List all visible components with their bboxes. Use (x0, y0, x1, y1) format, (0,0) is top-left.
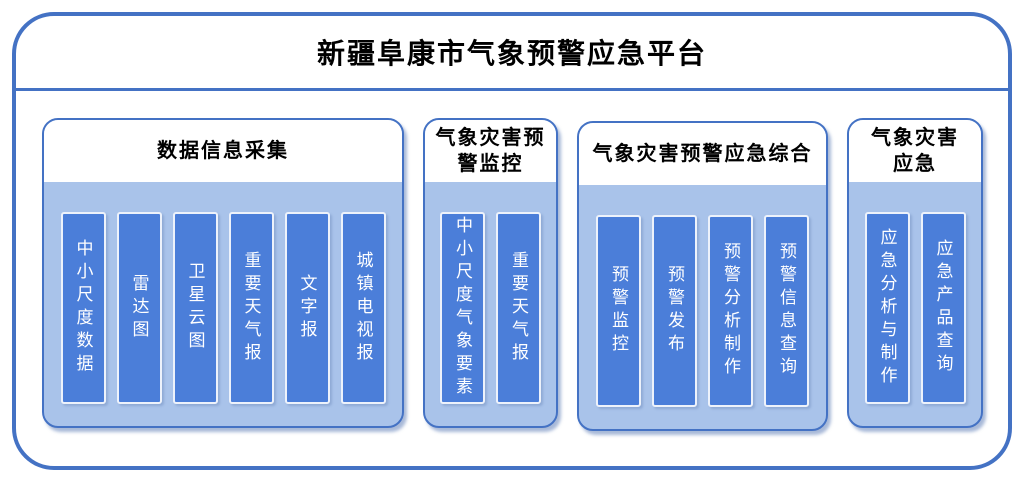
bar-label: 文字报 (297, 273, 317, 343)
bar-label: 预警分析制作 (721, 242, 740, 380)
bar-warning-monitoring: 预警监控 (596, 215, 641, 407)
bar-label: 重要天气报 (509, 250, 528, 366)
bar-warning-release: 预警发布 (652, 215, 697, 407)
bar-label: 预警发布 (665, 265, 684, 357)
panel-data-collection-header: 数据信息采集 (44, 120, 402, 182)
bar-label: 预警监控 (609, 265, 628, 357)
panel-warning-monitoring: 气象灾害预警监控 中小尺度气象要素 重要天气报 (423, 118, 558, 428)
panel-warning-emergency-comprehensive: 气象灾害预警应急综合 预警监控 预警发布 预警分析制作 预警信息查询 (577, 121, 828, 431)
panel-data-collection-body: 中小尺度数据 雷达图 卫星云图 重要天气报 文字报 城镇电视 (44, 182, 402, 426)
bar-label: 中小尺度数据 (73, 239, 93, 377)
panels-row: 数据信息采集 中小尺度数据 雷达图 卫星云图 重要天气报 (16, 91, 1008, 431)
bar-label: 中小尺度气象要素 (453, 216, 472, 400)
bar-mesoscale-data: 中小尺度数据 (60, 212, 106, 404)
panel-warning-emergency-comprehensive-header: 气象灾害预警应急综合 (579, 123, 826, 185)
panel-header-label: 气象灾害预警应急综合 (592, 143, 813, 165)
bar-mesoscale-meteo-elements: 中小尺度气象要素 (440, 212, 485, 404)
bar-emergency-product-query: 应急产品查询 (920, 212, 966, 404)
bar-emergency-analysis-production: 应急分析与制作 (864, 212, 910, 404)
bar-label: 应急产品查询 (933, 239, 953, 377)
bar-important-weather-report: 重要天气报 (228, 212, 274, 404)
bar-town-tv-report: 城镇电视报 (340, 212, 386, 404)
panel-disaster-emergency-header: 气象灾害应急 (849, 120, 981, 182)
panel-header-label: 数据信息采集 (157, 140, 289, 162)
bar-important-weather-report: 重要天气报 (496, 212, 541, 404)
panel-disaster-emergency-body: 应急分析与制作 应急产品查询 (849, 182, 981, 426)
bar-text-report: 文字报 (284, 212, 330, 404)
platform-frame: 新疆阜康市气象预警应急平台 数据信息采集 中小尺度数据 雷达图 卫星云图 (12, 12, 1012, 470)
bar-warning-info-query: 预警信息查询 (764, 215, 809, 407)
bar-label: 卫星云图 (185, 262, 205, 354)
bar-satellite-cloud-image: 卫星云图 (172, 212, 218, 404)
panel-warning-emergency-comprehensive-body: 预警监控 预警发布 预警分析制作 预警信息查询 (579, 185, 826, 429)
bar-warning-analysis-production: 预警分析制作 (708, 215, 753, 407)
panel-warning-monitoring-header: 气象灾害预警监控 (425, 120, 556, 182)
bar-label: 应急分析与制作 (877, 227, 897, 389)
bar-radar-chart: 雷达图 (116, 212, 162, 404)
panel-header-label: 气象灾害应急 (871, 127, 959, 175)
panel-header-label: 气象灾害预警监控 (435, 127, 546, 175)
page-title: 新疆阜康市气象预警应急平台 (16, 16, 1008, 91)
panel-warning-monitoring-body: 中小尺度气象要素 重要天气报 (425, 182, 556, 426)
panel-data-collection: 数据信息采集 中小尺度数据 雷达图 卫星云图 重要天气报 (42, 118, 404, 428)
bar-label: 雷达图 (129, 273, 149, 343)
bar-label: 重要天气报 (241, 250, 261, 366)
bar-label: 预警信息查询 (777, 242, 796, 380)
panel-disaster-emergency: 气象灾害应急 应急分析与制作 应急产品查询 (847, 118, 983, 428)
bar-label: 城镇电视报 (353, 250, 373, 366)
